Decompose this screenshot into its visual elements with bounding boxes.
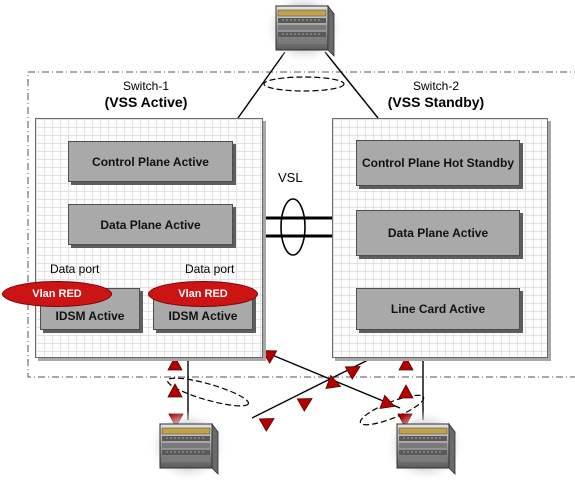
switch-chassis-icon	[384, 409, 466, 482]
switch-chassis-icon	[263, 0, 345, 65]
uplink-switch2	[324, 51, 379, 119]
switch1-role: (VSS Active)	[104, 94, 188, 110]
flow-arrow-icon	[167, 383, 183, 398]
vlan-red-right-badge: Vlan RED	[148, 281, 258, 307]
flow-arrow-icon	[296, 392, 316, 412]
uplink-switch1	[237, 51, 286, 119]
data-port-right-label: Data port	[185, 262, 235, 276]
switch2-name: Switch-2	[412, 79, 459, 93]
switch2-line-card: Line Card Active	[356, 288, 520, 330]
switch2-title: Switch-2 (VSS Standby)	[366, 78, 506, 110]
uplink-etherchannel	[263, 76, 345, 92]
downlink-left-etherchannel	[166, 377, 250, 407]
switch2-control-plane: Control Plane Hot Standby	[356, 140, 520, 186]
vsl-label: VSL	[278, 170, 303, 185]
vlan-red-left-badge: Vlan RED	[2, 281, 112, 307]
switch1-title: Switch-1 (VSS Active)	[86, 78, 206, 110]
switch2-data-plane: Data Plane Active	[356, 210, 520, 256]
switch1-control-plane: Control Plane Active	[68, 141, 233, 182]
flow-arrow-icon	[379, 394, 398, 414]
switch-chassis-icon	[147, 409, 229, 482]
flow-arrow-icon	[398, 356, 414, 371]
vss-domain-boundary	[27, 71, 575, 378]
switch1-name: Switch-1	[122, 79, 169, 93]
flow-arrow-icon	[258, 412, 278, 432]
vsl-etherchannel	[280, 198, 306, 256]
switch2-role: (VSS Standby)	[387, 94, 485, 110]
flow-arrow-icon	[398, 384, 414, 399]
switch1-data-plane: Data Plane Active	[68, 204, 233, 245]
data-port-left-label: Data port	[50, 262, 100, 276]
flow-arrow-icon	[167, 356, 183, 371]
